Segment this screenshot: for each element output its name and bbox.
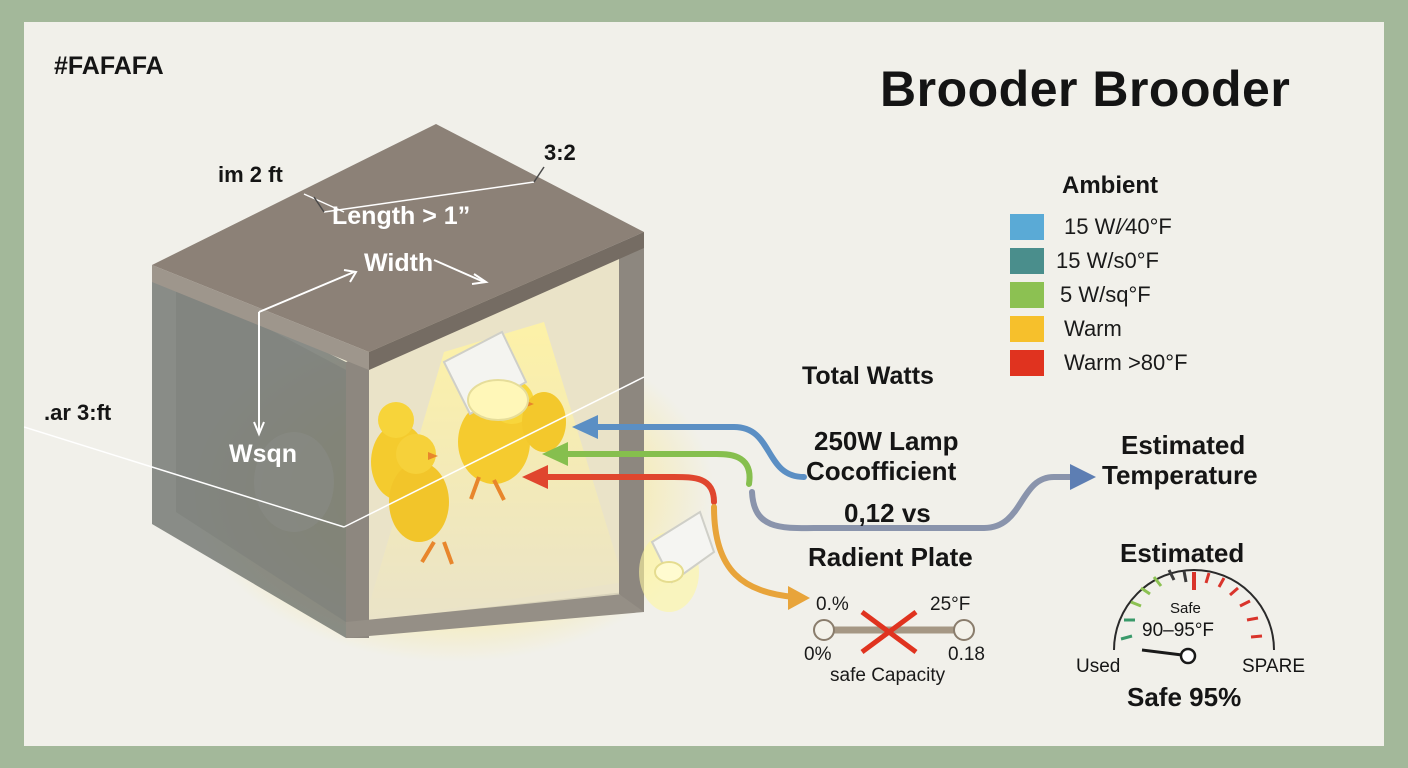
legend-label: Warm >80°F <box>1064 350 1188 375</box>
arrow-red <box>541 474 717 505</box>
capacity-slider <box>813 609 975 655</box>
flow-arrows <box>541 424 1077 600</box>
arrow-blue-head <box>572 415 598 439</box>
page-title: Brooder Brooder <box>880 61 1291 117</box>
gauge-title: Estimated <box>1120 538 1245 568</box>
slider-caption: safe Capacity <box>830 665 946 686</box>
box-front-rail <box>346 592 644 638</box>
legend-swatch <box>1010 350 1044 376</box>
coefficient-value: 0,12 vs <box>844 498 931 528</box>
arrow-slate-head <box>1070 464 1096 490</box>
estimated-temp-label: Estimated <box>1121 430 1246 460</box>
arrow-green-head <box>542 442 568 466</box>
gauge-zone-label: Safe <box>1170 600 1201 617</box>
gauge-bottom-label: Safe 95% <box>1127 682 1242 712</box>
legend-item: 15 W/⁄40°F <box>1010 212 1250 240</box>
floor-label: Wsqn <box>229 440 298 468</box>
radiant-plate-label: Radient Plate <box>808 542 973 572</box>
legend-swatch <box>1010 316 1044 342</box>
hex-color-label: #FAFAFA <box>54 52 164 80</box>
arrow-orange <box>711 504 797 600</box>
arrow-green <box>561 450 753 487</box>
top-dim-tick <box>313 196 325 213</box>
box-front-post <box>346 352 369 638</box>
gauge-needle <box>1141 648 1183 657</box>
box-lid-front-edge <box>152 265 369 370</box>
total-watts-label: Total Watts <box>802 362 934 390</box>
temperature-gauge <box>1113 569 1275 665</box>
gauge-left-label: Used <box>1076 656 1121 677</box>
slider-left-top: 0.% <box>816 594 849 615</box>
legend-label: Warm <box>1064 316 1122 341</box>
width-label: Width <box>364 249 434 277</box>
gauge-range-label: 90–95°F <box>1142 620 1215 641</box>
legend-title: Ambient <box>1062 172 1158 199</box>
estimated-temp-label-2: Temperature <box>1102 460 1258 490</box>
arrow-orange-head <box>788 586 810 610</box>
arrow-red-head <box>522 465 548 489</box>
top-right-dimension: 3:2 <box>544 140 576 165</box>
box-lid <box>152 124 644 352</box>
dimension-lines <box>24 181 645 528</box>
slider-right-top: 25°F <box>930 594 971 615</box>
slider-right-bottom: 0.18 <box>948 644 985 665</box>
diagram-artwork <box>24 124 1275 665</box>
legend-label: 15 W/s0°F <box>1056 248 1159 273</box>
slider-left-bottom: 0% <box>804 644 832 665</box>
chicks <box>371 380 566 565</box>
legend-item: Warm >80°F <box>1010 348 1250 376</box>
small-lamp-icon <box>639 510 716 612</box>
legend-item: Warm <box>1010 314 1250 342</box>
legend-swatch <box>1010 248 1044 274</box>
heat-lamp-icon <box>442 330 529 421</box>
gauge-right-label: SPARE <box>1242 656 1306 677</box>
chick-silhouette <box>254 432 334 532</box>
arrow-slate <box>749 474 1077 532</box>
legend-item: 15 W/s0°F <box>1010 246 1250 274</box>
left-dimension: .ar 3:ft <box>44 400 112 425</box>
legend-label: 15 W/⁄40°F <box>1064 214 1172 239</box>
legend-swatch <box>1010 282 1044 308</box>
coefficient-label: Cocofficient <box>806 456 957 486</box>
box-left-wall-inner <box>176 280 346 622</box>
top-left-dimension: im 2 ft <box>218 162 283 187</box>
legend-label: 5 W/sq°F <box>1060 282 1151 307</box>
diagram-canvas: #FAFAFA Brooder Brooder im 2 ft 3:2 .ar … <box>24 22 1384 746</box>
box-right-post <box>619 232 644 612</box>
arrow-blue <box>591 424 807 480</box>
length-label: Length > 1” <box>332 202 471 230</box>
legend-swatch <box>1010 214 1044 240</box>
lamp-label: 250W Lamp <box>814 426 959 456</box>
box-lid-edge <box>369 232 644 370</box>
top-dim-tick-right <box>533 166 545 183</box>
legend-item: 5 W/sq°F <box>1010 280 1250 308</box>
